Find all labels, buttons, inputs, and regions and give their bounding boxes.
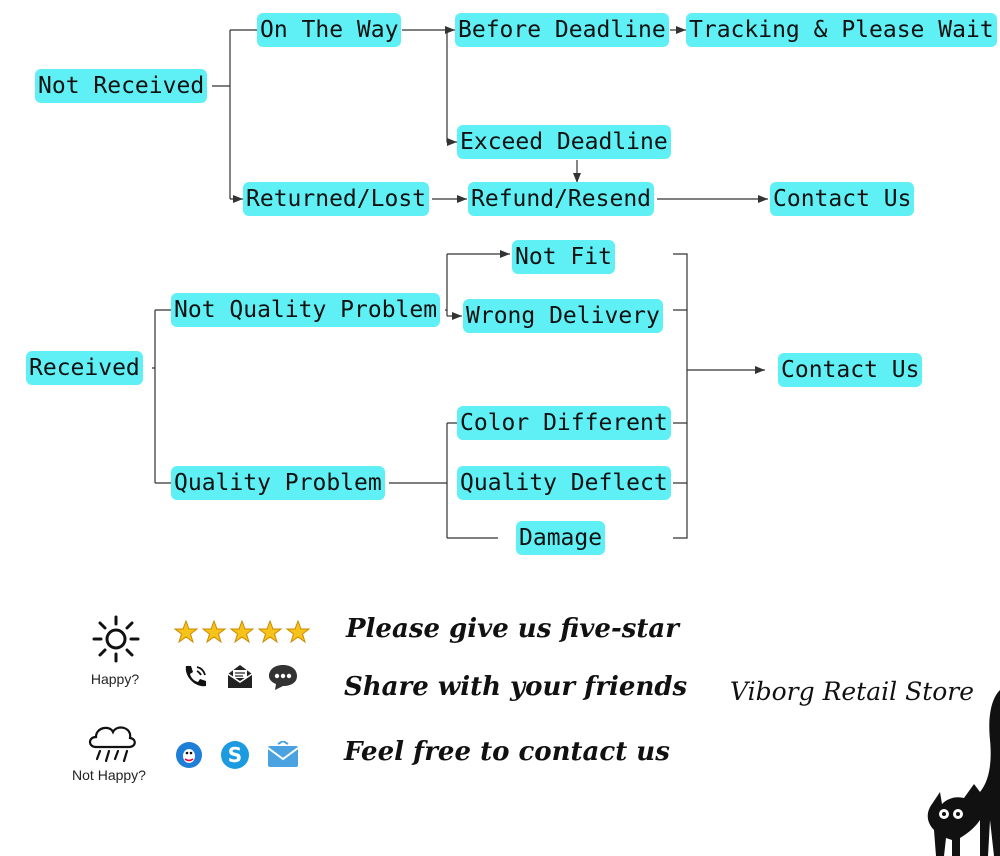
node-contact-us-top: Contact Us xyxy=(770,182,915,216)
node-tracking-wait: Tracking & Please Wait xyxy=(686,13,997,47)
node-contact-us-bottom: Contact Us xyxy=(778,353,923,387)
node-wrong-delivery: Wrong Delivery xyxy=(463,299,663,333)
store-name: Viborg Retail Store xyxy=(730,677,975,706)
qq-icon xyxy=(176,742,202,768)
not-happy-label: Not Happy? xyxy=(72,767,146,783)
node-not-quality-problem: Not Quality Problem xyxy=(171,293,441,327)
node-on-the-way: On The Way xyxy=(257,13,402,47)
node-received: Received xyxy=(26,351,143,385)
skype-icon: S xyxy=(221,741,249,769)
black-cat-icon xyxy=(927,690,1000,856)
node-returned-lost: Returned/Lost xyxy=(243,182,430,216)
star-icon xyxy=(202,620,226,643)
node-quality-problem: Quality Problem xyxy=(171,466,385,500)
rain-cloud-icon xyxy=(88,726,136,763)
contact-text: Feel free to contact us xyxy=(344,737,670,767)
connector-received xyxy=(152,309,171,484)
phone-icon xyxy=(185,666,206,687)
node-exceed-deadline: Exceed Deadline xyxy=(457,125,671,159)
share-text: Share with your friends xyxy=(344,672,688,702)
sun-icon xyxy=(92,615,140,663)
connector-on-the-way-exceed xyxy=(446,30,457,146)
node-damage: Damage xyxy=(516,521,606,555)
five-star-icon-row xyxy=(174,620,310,643)
star-icon xyxy=(230,620,254,643)
happy-label: Happy? xyxy=(90,671,140,687)
node-before-deadline: Before Deadline xyxy=(455,13,669,47)
node-refund-resend: Refund/Resend xyxy=(468,182,655,216)
connector-not-received xyxy=(212,29,257,199)
node-color-different: Color Different xyxy=(457,406,671,440)
connector-not-quality-split xyxy=(445,254,448,316)
node-not-fit: Not Fit xyxy=(512,240,615,274)
connector-quality-split xyxy=(389,422,498,539)
node-quality-deflect: Quality Deflect xyxy=(457,466,671,500)
star-icon xyxy=(286,620,310,643)
star-icon xyxy=(258,620,282,643)
mail-icon xyxy=(227,665,253,688)
chat-icon xyxy=(269,665,297,690)
star-icon xyxy=(174,620,198,643)
svg-text:S: S xyxy=(228,743,242,767)
five-star-text: Please give us five-star xyxy=(346,614,679,644)
connector-bracket xyxy=(673,253,688,539)
node-not-received: Not Received xyxy=(35,69,208,103)
email-icon xyxy=(267,741,299,767)
